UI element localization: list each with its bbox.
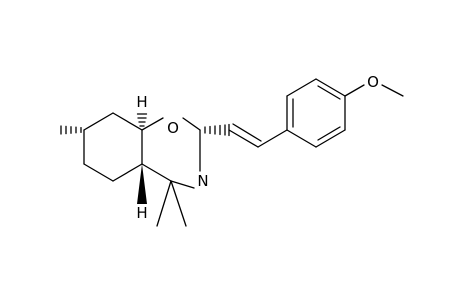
hashed-bond-C2-vinyl [204, 123, 230, 137]
bond-C8a-O1 [141, 117, 164, 131]
bond-C4-C4a [141, 163, 172, 182]
bond-C5-C4a [112, 163, 143, 182]
bond-ar1-ar2 [286, 129, 317, 148]
bond-ar5-ar6 [286, 78, 317, 97]
bond-ar-inner-b [317, 126, 341, 141]
hashed-bond-C7-methyl [60, 125, 82, 135]
bond-vinyl-double-b [232, 123, 262, 142]
bond-C8-C7 [83, 112, 114, 131]
wedge-bond-C4a-H [137, 164, 147, 204]
bond-C8a-C8 [112, 112, 143, 131]
bond-vinyl-double-a [228, 129, 259, 148]
bond-ar4-ar5 [315, 78, 346, 97]
bond-ar-O [344, 84, 365, 97]
bond-O1-C2 [182, 117, 201, 131]
bond-vinyl-aryl [257, 129, 288, 148]
atom-label-hydrogen-8a: H [136, 93, 147, 111]
bond-ar-inner-c [317, 85, 341, 100]
atom-label-nitrogen-ring: N [197, 172, 208, 190]
bond-O-methyl [381, 84, 404, 97]
atom-label-oxygen-ring: O [167, 119, 179, 137]
bond-C4-methyl-b [170, 180, 187, 227]
bond-ar2-ar3 [315, 129, 346, 148]
hashed-bond-C8a-H [136, 113, 148, 127]
bond-C4-methyl-a [156, 180, 172, 227]
atom-label-oxygen-methoxy: O [367, 73, 379, 91]
bond-N3-C4 [170, 180, 195, 189]
bond-C6-C5 [83, 163, 114, 182]
atom-label-hydrogen-4a: H [136, 204, 147, 222]
